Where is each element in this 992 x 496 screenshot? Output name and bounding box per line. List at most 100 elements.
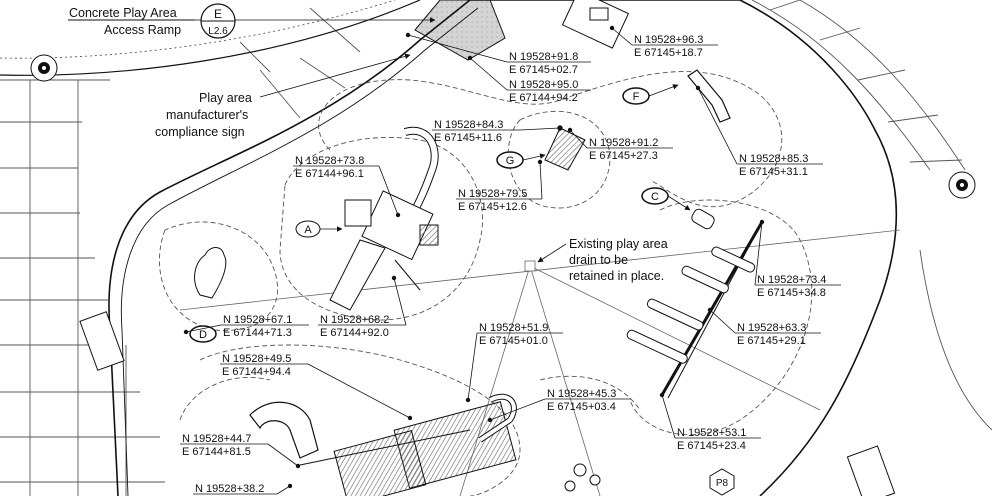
drain-note-line3: retained in place. [569,269,664,283]
northing-label: N 19528+73.8 [295,155,364,167]
callout-leader [697,87,738,165]
callout-leader [489,398,546,421]
coordinate-callout: N 19528+67.1E 67144+71.3 [183,314,309,339]
easting-label: E 67145+11.6 [434,132,502,144]
sign-note-line3: compliance sign [155,125,245,139]
marker-f: F [622,84,679,105]
svg-text:D: D [199,329,207,341]
coordinate-callout: N 19528+51.9E 67145+01.0 [465,322,563,403]
easting-label: E 67145+23.4 [677,440,746,452]
easting-label: E 67145+12.6 [458,201,527,213]
equipment-f [687,69,731,123]
easting-label: E 67144+92.0 [320,327,389,339]
easting-label: E 67144+94.2 [509,92,578,104]
survey-point [707,307,713,313]
sign-note-line1: Play area [199,91,252,105]
marker-a: A [295,220,343,238]
svg-text:P8: P8 [716,478,729,489]
coordinate-callout: N 19528+38.2 [193,483,293,495]
northing-label: N 19528+85.3 [739,153,808,165]
callout-leader [407,34,508,63]
bench-west [79,311,125,371]
easting-label: E 67144+96.1 [295,168,364,180]
drain-note: Existing play area drain to be retained … [537,237,668,283]
marker-p8: P8 [709,468,735,496]
callout-leader [469,57,508,91]
survey-point [391,275,397,281]
coordinate-callout: N 19528+53.1E 67145+23.4 [659,392,761,452]
survey-point [295,463,301,469]
survey-point [407,415,413,421]
northing-label: N 19528+79.5 [458,188,527,200]
callout-leader [661,394,676,439]
northing-label: N 19528+84.3 [434,119,503,131]
coordinate-callout: N 19528+85.3E 67145+31.1 [695,85,823,178]
marker-c: C [641,187,691,211]
survey-point [287,483,293,489]
northing-label: N 19528+91.8 [509,51,578,63]
sign-note: Play area manufacturer's compliance sign [155,53,411,139]
northing-label: N 19528+73.4 [757,274,826,286]
svg-text:G: G [506,155,515,167]
coordinate-callout: N 19528+95.0E 67144+94.2 [467,55,591,104]
callout-leader [378,165,399,216]
ramp-label-line2: Access Ramp [104,23,181,37]
use-zones [159,71,813,496]
northing-label: N 19528+51.9 [479,322,548,334]
sign-post [561,0,630,49]
callout-leader [611,27,633,46]
light-pole-east [948,171,976,199]
access-ramp [414,0,506,61]
easting-label: E 67145+03.4 [547,401,616,413]
northing-label: N 19528+45.3 [547,388,616,400]
survey-point [695,85,701,91]
northing-label: N 19528+68.2 [320,314,389,326]
callout-leader [467,332,478,401]
coordinate-callout: N 19528+73.8E 67144+96.1 [293,155,401,218]
easting-label: E 67145+29.1 [737,335,806,347]
callout-leader [519,127,561,131]
survey-point [395,212,401,218]
survey-point [467,55,473,61]
drain-note-line2: drain to be [569,253,628,267]
callout-leader [754,221,763,286]
survey-point [487,417,493,423]
equipment-g [544,125,586,171]
paving-arcs [751,0,992,431]
svg-text:A: A [304,224,312,236]
northing-label: N 19528+91.2 [589,137,658,149]
easting-label: E 67145+01.0 [479,335,548,347]
survey-point [567,127,573,133]
northing-label: N 19528+67.1 [223,314,292,326]
coordinate-callout: N 19528+44.7E 67144+81.5 [180,433,301,469]
callout-leader [709,309,736,334]
marker-g: G [496,151,546,169]
drain-note-line1: Existing play area [569,237,668,251]
survey-point [405,32,411,38]
easting-label: E 67145+31.1 [739,166,808,178]
easting-label: E 67145+18.7 [634,47,703,59]
northing-label: N 19528+96.3 [634,34,703,46]
play-structure-south [249,393,601,496]
light-pole-west [30,54,58,82]
callout-leader [267,443,299,467]
coordinate-callout: N 19528+84.3E 67145+11.6 [432,119,563,144]
survey-point [609,25,615,31]
svg-text:C: C [651,191,659,203]
paving-grid [0,7,361,496]
survey-point [759,219,765,225]
coordinate-callout: N 19528+73.4E 67145+34.8 [754,219,841,299]
northing-label: N 19528+95.0 [509,79,578,91]
survey-point [537,159,543,165]
detail-letter: E [214,7,222,21]
survey-point [183,329,189,335]
coordinate-callouts: N 19528+91.8E 67145+02.7N 19528+95.0E 67… [180,25,841,495]
bench-east [846,445,896,496]
northing-label: N 19528+63.3 [737,322,806,334]
coordinate-callout: N 19528+91.2E 67145+27.3 [567,127,673,162]
ramp-label-line1: Concrete Play Area [69,6,177,20]
svg-text:F: F [633,91,640,103]
coordinate-callout: N 19528+79.5E 67145+12.6 [456,159,543,213]
detail-sheet: L2.6 [208,26,228,37]
